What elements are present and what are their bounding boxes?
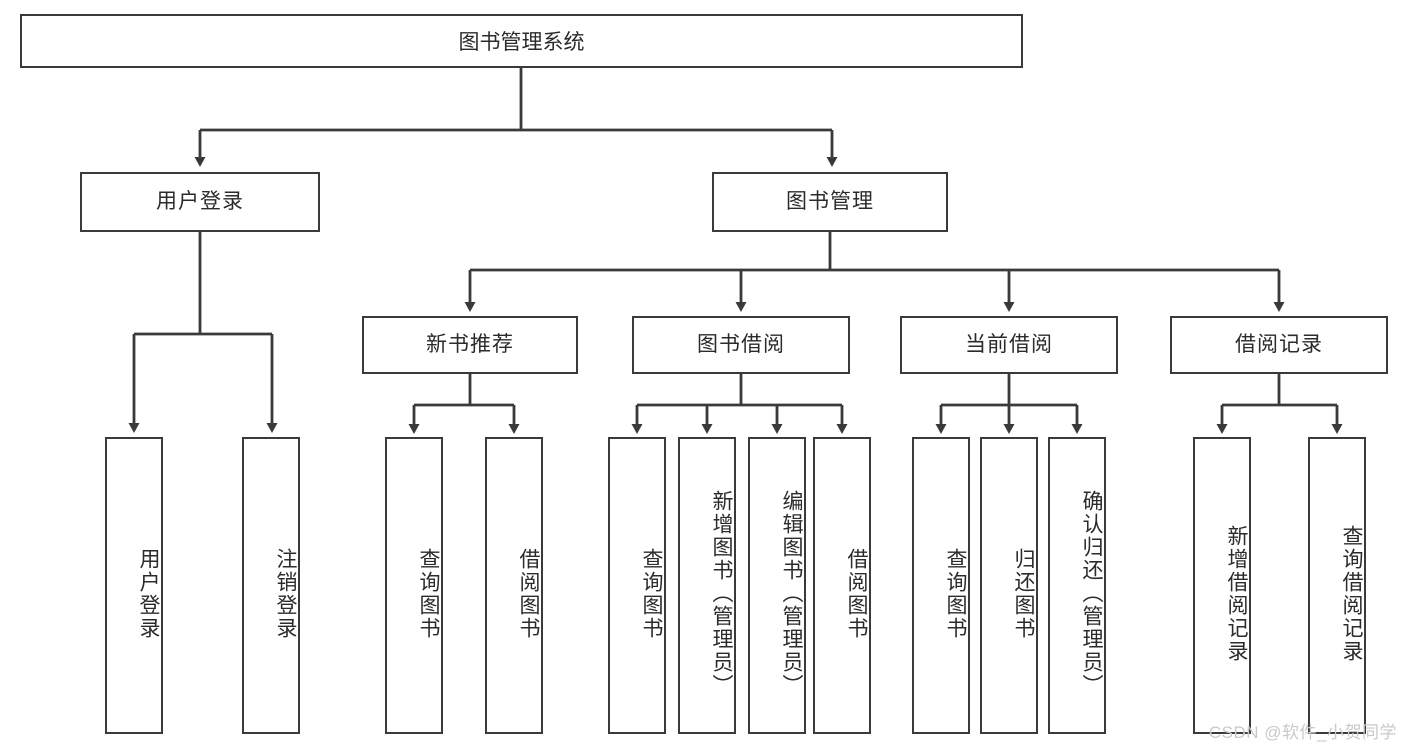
leaf-record-query-record[interactable]: 查询借阅记录 [1308, 437, 1366, 734]
node-label: 新增借阅记录 [1225, 524, 1248, 663]
node-label: 查询图书 [944, 547, 967, 640]
node-label: 新增图书（管理员） [710, 490, 733, 697]
leaf-borrow-add-book-admin[interactable]: 新增图书（管理员） [678, 437, 736, 734]
node-borrow-record[interactable]: 借阅记录 [1170, 316, 1388, 374]
leaf-current-return-book[interactable]: 归还图书 [980, 437, 1038, 734]
node-label: 借阅图书 [517, 547, 540, 640]
node-label: 用户登录 [137, 547, 160, 640]
node-book-borrow[interactable]: 图书借阅 [632, 316, 850, 374]
node-label: 注销登录 [274, 547, 297, 640]
node-user-login[interactable]: 用户登录 [80, 172, 320, 232]
leaf-record-add-record[interactable]: 新增借阅记录 [1193, 437, 1251, 734]
node-label: 确认归还（管理员） [1080, 490, 1103, 697]
leaf-borrow-borrow-book[interactable]: 借阅图书 [813, 437, 871, 734]
node-label: 图书借阅 [697, 333, 785, 357]
node-label: 借阅记录 [1235, 333, 1323, 357]
node-label: 归还图书 [1012, 547, 1035, 640]
node-book-management[interactable]: 图书管理 [712, 172, 948, 232]
leaf-current-confirm-return-admin[interactable]: 确认归还（管理员） [1048, 437, 1106, 734]
node-label: 查询图书 [640, 547, 663, 640]
node-label: 编辑图书（管理员） [780, 490, 803, 697]
leaf-recommend-query-book[interactable]: 查询图书 [385, 437, 443, 734]
leaf-current-query-book[interactable]: 查询图书 [912, 437, 970, 734]
leaf-borrow-edit-book-admin[interactable]: 编辑图书（管理员） [748, 437, 806, 734]
leaf-recommend-borrow-book[interactable]: 借阅图书 [485, 437, 543, 734]
node-current-borrow[interactable]: 当前借阅 [900, 316, 1118, 374]
node-label: 新书推荐 [426, 333, 514, 357]
leaf-user-login-logout[interactable]: 注销登录 [242, 437, 300, 734]
node-label: 用户登录 [156, 190, 244, 214]
node-label: 查询借阅记录 [1340, 524, 1363, 663]
node-root-system[interactable]: 图书管理系统 [20, 14, 1023, 68]
node-new-book-recommend[interactable]: 新书推荐 [362, 316, 578, 374]
node-label: 查询图书 [417, 547, 440, 640]
leaf-user-login-login[interactable]: 用户登录 [105, 437, 163, 734]
node-label: 图书管理 [786, 190, 874, 214]
watermark: CSDN @软件_小贺同学 [1208, 723, 1397, 742]
leaf-borrow-query-book[interactable]: 查询图书 [608, 437, 666, 734]
node-label: 借阅图书 [845, 547, 868, 640]
node-label: 图书管理系统 [458, 31, 585, 54]
node-label: 当前借阅 [965, 333, 1053, 357]
